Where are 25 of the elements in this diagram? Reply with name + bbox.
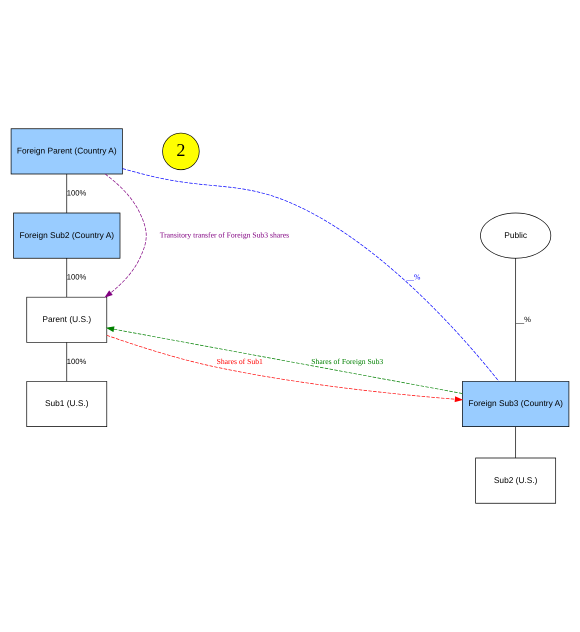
edge-label: 100% <box>66 188 86 198</box>
node-box: Foreign Parent (Country A) <box>10 128 123 174</box>
edge-label: __% <box>406 272 420 282</box>
arrow <box>106 326 463 394</box>
connector <box>66 258 68 298</box>
edge-label: 100% <box>66 272 86 282</box>
connector <box>66 342 68 382</box>
edge-label: Shares of Foreign Sub3 <box>311 356 384 366</box>
node-box: Sub2 (U.S.) <box>475 458 556 504</box>
edge-label: Shares of Sub1 <box>216 356 263 366</box>
connector <box>66 174 68 214</box>
node-box: Sub1 (U.S.) <box>26 381 108 427</box>
connector <box>122 168 500 382</box>
edge-label: Transitory transfer of Foreign Sub3 shares <box>160 230 290 240</box>
edge-label: __% <box>516 314 531 324</box>
node-box: Parent (U.S.) <box>26 296 108 343</box>
arrow <box>106 334 464 402</box>
node-box: Foreign Sub2 (Country A) <box>13 212 120 259</box>
node-circle: 2 <box>162 132 200 170</box>
node-box: Foreign Sub3 (Country A) <box>462 381 570 427</box>
node-ellipse: Public <box>480 212 552 259</box>
edge-label: 100% <box>66 356 86 366</box>
arrow <box>104 174 147 298</box>
connector <box>515 258 516 382</box>
connector <box>515 426 516 458</box>
